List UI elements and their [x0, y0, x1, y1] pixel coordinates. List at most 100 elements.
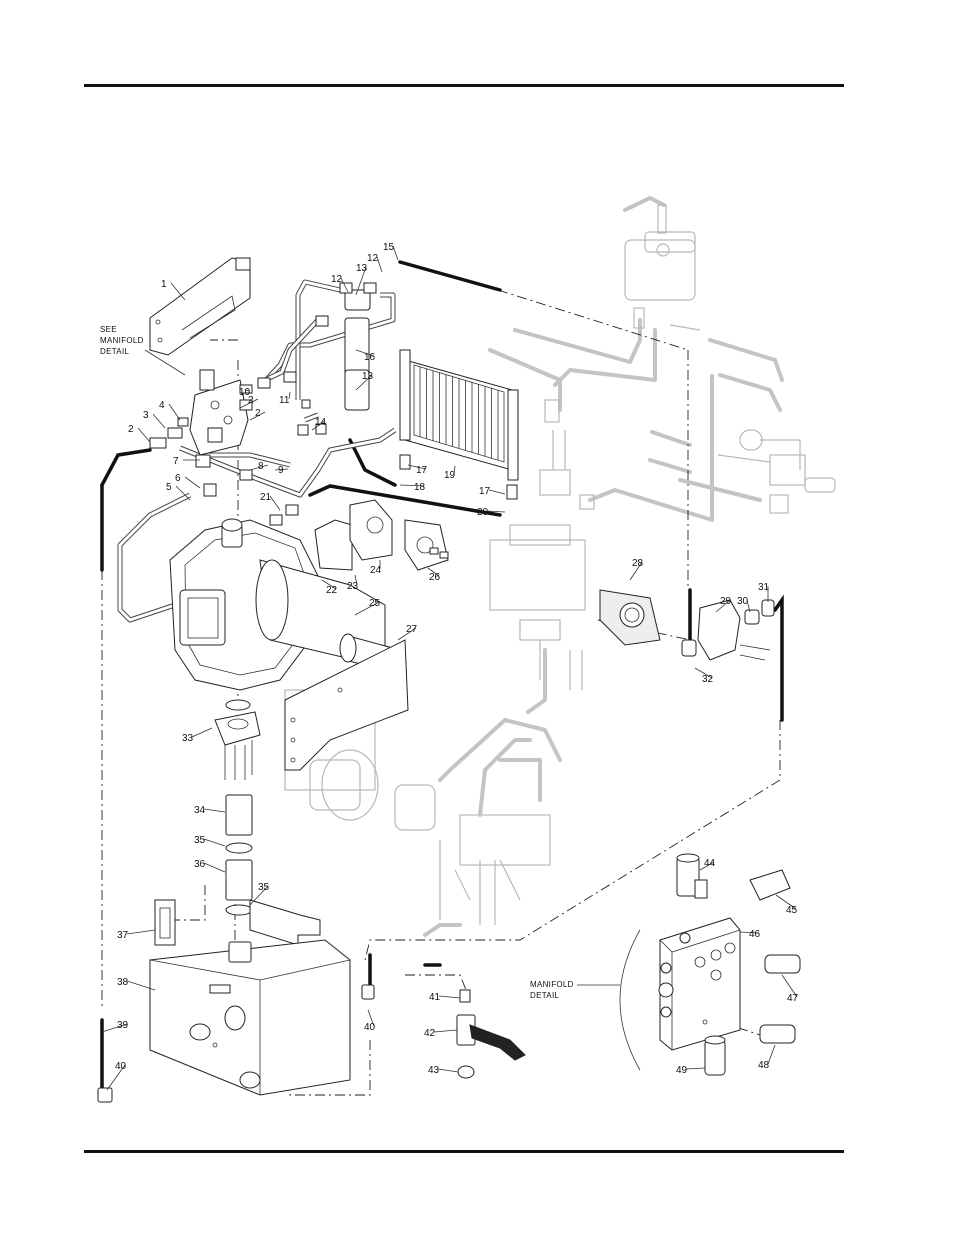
- callout-number: 8: [258, 461, 264, 472]
- callout-number: 20: [477, 507, 489, 518]
- callout-leader: [127, 930, 155, 934]
- callout-number: 42: [424, 1028, 436, 1039]
- callout-17: 17: [479, 486, 505, 497]
- callout-number: 34: [194, 805, 206, 816]
- callout-number: 35: [194, 835, 206, 846]
- callout-34: 34: [194, 805, 225, 816]
- callout-leader: [138, 428, 150, 442]
- callout-number: 49: [676, 1065, 688, 1076]
- callout-number: 44: [704, 858, 716, 869]
- callout-number: 21: [260, 492, 272, 503]
- svg-text:SEE: SEE: [100, 325, 117, 334]
- oil-cooler: [400, 350, 518, 499]
- callout-number: 13: [356, 263, 368, 274]
- callout-leader: [270, 496, 280, 510]
- callout-number: 35: [258, 882, 270, 893]
- callout-number: 15: [383, 242, 395, 253]
- callout-number: 23: [347, 581, 359, 592]
- callout-leader: [204, 809, 225, 812]
- callout-35: 35: [250, 882, 270, 905]
- callout-47: 47: [782, 975, 799, 1004]
- callout-number: 32: [702, 674, 714, 685]
- callout-number: 38: [117, 977, 129, 988]
- callout-4: 4: [159, 400, 180, 420]
- ball-valve: [457, 990, 525, 1078]
- mounting-bracket: [150, 258, 250, 355]
- callout-39: 39: [102, 1020, 129, 1032]
- callout-23: 23: [347, 575, 359, 592]
- callout-number: 22: [326, 585, 338, 596]
- callout-37: 37: [117, 930, 155, 941]
- callout-number: 9: [278, 465, 284, 476]
- callout-10: 10: [239, 387, 251, 398]
- callout-6: 6: [175, 473, 200, 488]
- callout-17: 17: [408, 465, 428, 476]
- callout-number: 43: [428, 1065, 440, 1076]
- callout-12: 12: [367, 253, 382, 272]
- callout-leader: [153, 414, 165, 428]
- callout-44: 44: [700, 858, 716, 870]
- callout-number: 7: [173, 456, 179, 467]
- callout-27: 27: [398, 624, 418, 640]
- callout-number: 37: [117, 930, 129, 941]
- callout-28: 28: [630, 558, 644, 580]
- callout-number: 17: [416, 465, 428, 476]
- hose-31: [775, 600, 782, 720]
- callout-number: 46: [749, 929, 761, 940]
- callout-19: 19: [444, 466, 456, 481]
- ghost-pump-assembly: [425, 198, 835, 935]
- callout-number: 36: [194, 859, 206, 870]
- callout-18: 18: [400, 482, 426, 493]
- callout-number: 30: [737, 596, 749, 607]
- svg-text:MANIFOLD: MANIFOLD: [100, 336, 144, 345]
- callout-36: 36: [194, 859, 225, 872]
- callout-24: 24: [370, 560, 382, 576]
- callout-number: 5: [166, 482, 172, 493]
- callout-number: 3: [143, 410, 149, 421]
- callout-26: 26: [428, 568, 441, 583]
- callout-number: 10: [239, 387, 251, 398]
- callout-41: 41: [429, 992, 460, 1003]
- callout-leader: [185, 477, 200, 488]
- callout-21: 21: [260, 492, 280, 510]
- callout-leader: [438, 1069, 458, 1072]
- callout-40: 40: [107, 1061, 127, 1090]
- hose-20: [310, 486, 500, 515]
- svg-text:MANIFOLD: MANIFOLD: [530, 980, 574, 989]
- callout-leader: [192, 728, 212, 737]
- callout-35: 35: [194, 835, 225, 846]
- callout-9: 9: [275, 465, 288, 476]
- callout-leader: [169, 404, 180, 420]
- callout-number: 1: [161, 279, 167, 290]
- callout-number: 2: [128, 424, 134, 435]
- callout-number: 40: [364, 1022, 376, 1033]
- callout-number: 14: [315, 417, 327, 428]
- callout-leader: [204, 839, 225, 846]
- callout-number: 18: [414, 482, 426, 493]
- callout-number: 39: [117, 1020, 129, 1031]
- callout-3: 3: [143, 410, 165, 428]
- callout-leader: [489, 490, 505, 494]
- callout-33: 33: [182, 728, 212, 744]
- motor-housing: [170, 500, 448, 770]
- callout-number: 28: [632, 558, 644, 569]
- callout-2: 2: [128, 424, 150, 442]
- callout-number: 13: [362, 371, 374, 382]
- callout-49: 49: [676, 1065, 705, 1076]
- callout-number: 16: [364, 352, 376, 363]
- callout-32: 32: [695, 668, 714, 685]
- callout-8: 8: [250, 461, 268, 472]
- callout-number: 29: [720, 596, 732, 607]
- callout-number: 6: [175, 473, 181, 484]
- callout-31: 31: [758, 582, 770, 602]
- callout-number: 48: [758, 1060, 770, 1071]
- hose-15: [400, 262, 500, 290]
- callout-number: 45: [786, 905, 798, 916]
- callout-leader: [686, 1068, 705, 1069]
- callout-number: 31: [758, 582, 770, 593]
- callout-40: 40: [364, 1010, 376, 1033]
- callout-48: 48: [758, 1045, 775, 1071]
- callout-number: 26: [429, 572, 441, 583]
- callout-number: 41: [429, 992, 441, 1003]
